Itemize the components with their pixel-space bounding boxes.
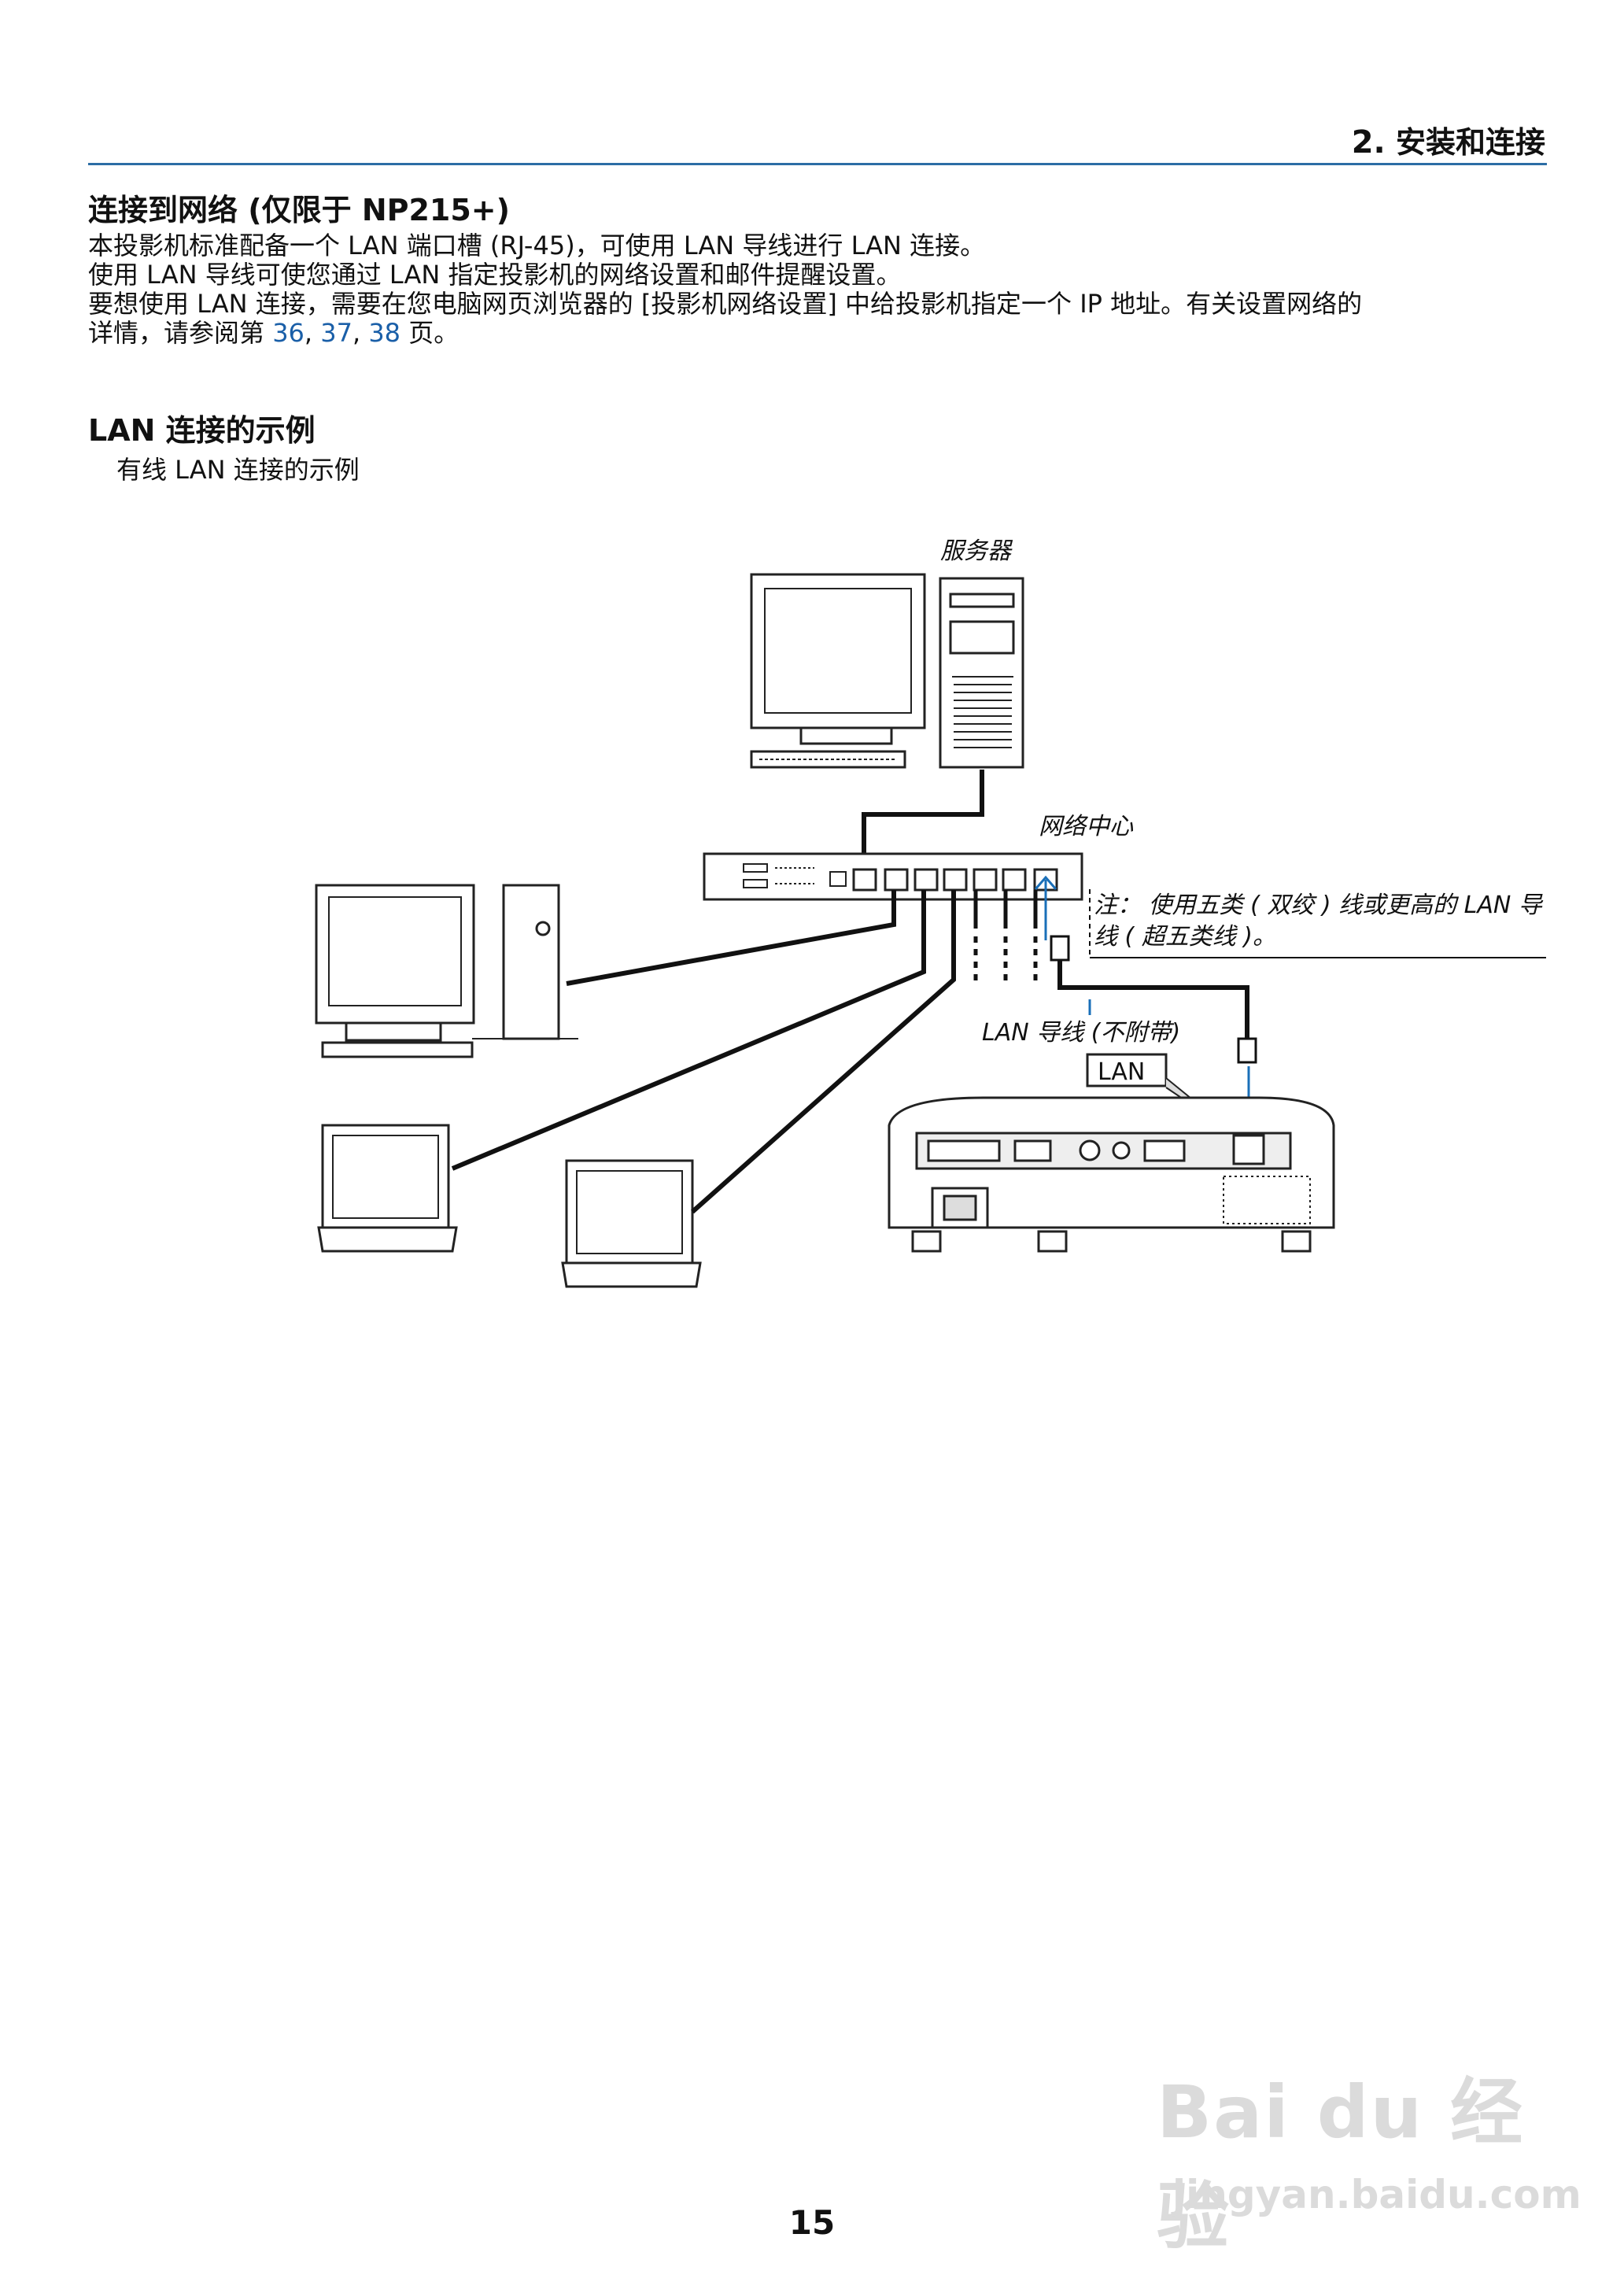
lan-port-label: LAN bbox=[1098, 1058, 1145, 1086]
server-tower-icon bbox=[939, 577, 1024, 769]
section-title: 连接到网络 (仅限于 NP215+) bbox=[88, 193, 511, 227]
chapter-number: 2. bbox=[1351, 124, 1386, 161]
page-number: 15 bbox=[788, 2203, 836, 2242]
page-link-38[interactable]: 38 bbox=[368, 318, 401, 348]
laptop-1-icon bbox=[317, 1124, 458, 1253]
spare-ports bbox=[973, 890, 1038, 984]
server-cable bbox=[862, 770, 984, 877]
ref-separator: , bbox=[352, 318, 369, 348]
section-body: 本投影机标准配备一个 LAN 端口槽 (RJ-45)，可使用 LAN 导线进行 … bbox=[88, 231, 1548, 348]
watermark-logo: Bai du 经验 bbox=[1157, 2070, 1525, 2259]
ref-prefix: 详情，请参阅第 bbox=[88, 318, 273, 348]
ref-suffix: 页。 bbox=[400, 318, 460, 348]
page-link-36[interactable]: 36 bbox=[272, 318, 304, 348]
example-subtitle: 有线 LAN 连接的示例 bbox=[116, 455, 360, 485]
hub-label: 网络中心 bbox=[1039, 813, 1134, 840]
desktop-cable bbox=[566, 890, 896, 986]
header-rule bbox=[88, 163, 1547, 165]
chapter-header: 2. 安装和连接 bbox=[1352, 118, 1545, 161]
server-label: 服务器 bbox=[940, 537, 1013, 565]
desktop-pc-icon bbox=[315, 884, 578, 1058]
lan-port-callout bbox=[1086, 1053, 1168, 1087]
laptop-2-cable bbox=[691, 890, 956, 1214]
laptop-2-icon bbox=[561, 1159, 702, 1288]
body-line: 要想使用 LAN 连接，需要在您电脑网页浏览器的 [投影机网络设置] 中给投影机… bbox=[88, 289, 1363, 319]
server-monitor-icon bbox=[750, 573, 926, 769]
baidu-watermark: Bai du 经验 jingyan.baidu.com bbox=[1157, 2054, 1582, 2259]
lan-cable bbox=[1050, 935, 1257, 1064]
example-title: LAN 连接的示例 bbox=[88, 413, 316, 448]
cable-note-line2: 线 ( 超五类线 )。 bbox=[1094, 923, 1276, 951]
cable-note-line1: 注： 使用五类 ( 双绞 ) 线或更高的 LAN 导 bbox=[1094, 892, 1544, 919]
body-line-refs: 详情，请参阅第 36, 37, 38 页。 bbox=[88, 319, 1548, 348]
laptop-1-cable bbox=[451, 890, 926, 1171]
lan-connection-diagram: 服务器 网络中心 bbox=[315, 537, 1546, 1288]
body-line: 使用 LAN 导线可使您通过 LAN 指定投影机的网络设置和邮件提醒设置。 bbox=[88, 260, 902, 290]
page-link-37[interactable]: 37 bbox=[320, 318, 352, 348]
ref-separator: , bbox=[304, 318, 321, 348]
watermark-url: jingyan.baidu.com bbox=[1172, 2172, 1582, 2217]
chapter-title: 安装和连接 bbox=[1395, 125, 1545, 160]
body-line: 本投影机标准配备一个 LAN 端口槽 (RJ-45)，可使用 LAN 导线进行 … bbox=[88, 231, 986, 260]
lan-cable-label: LAN 导线 (不附带) bbox=[982, 1019, 1180, 1047]
projector-icon bbox=[888, 1096, 1335, 1253]
